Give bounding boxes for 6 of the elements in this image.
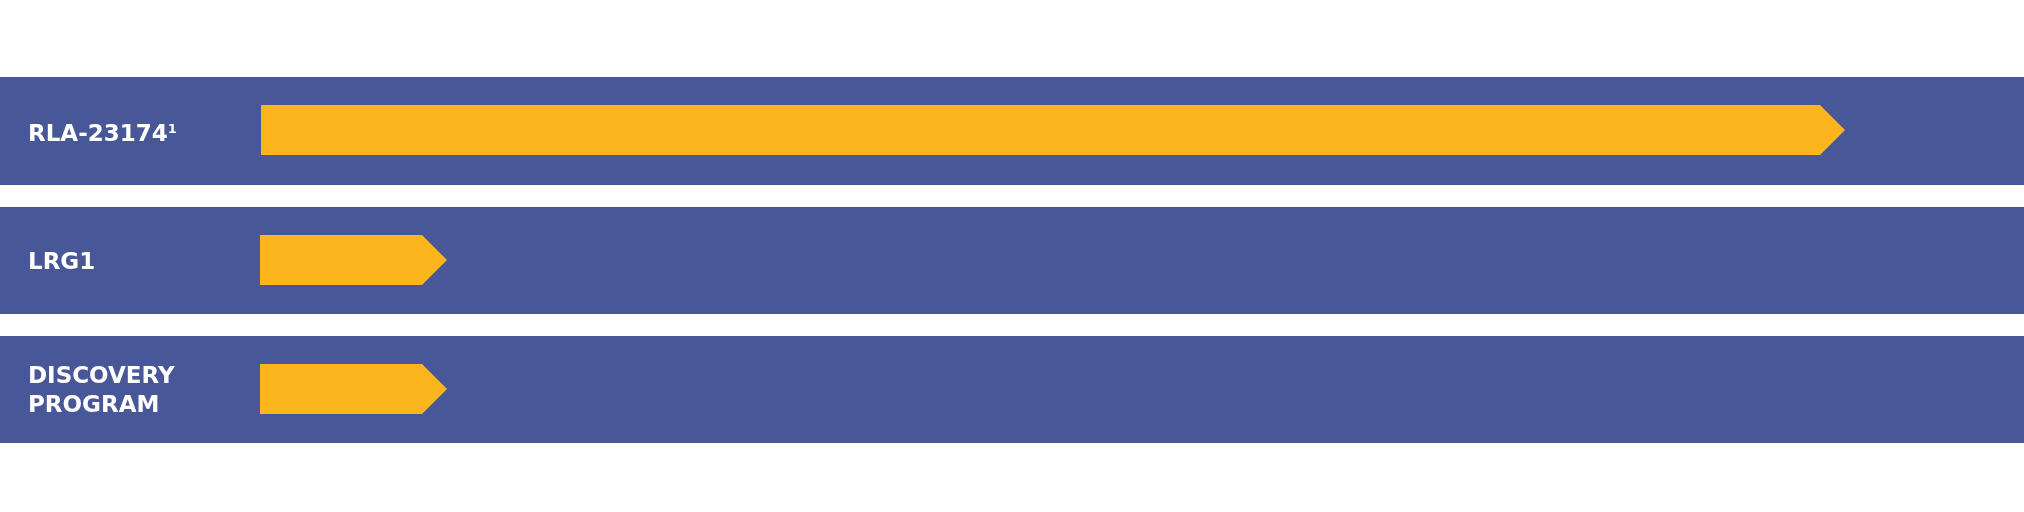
row-band	[0, 77, 2024, 185]
row-band	[0, 207, 2024, 314]
row-label: LRG1	[28, 246, 97, 275]
row-label: DISCOVERY PROGRAM	[28, 360, 176, 419]
row-label: RLA-23174$^{1}$	[28, 119, 178, 149]
row-band	[0, 336, 2024, 443]
